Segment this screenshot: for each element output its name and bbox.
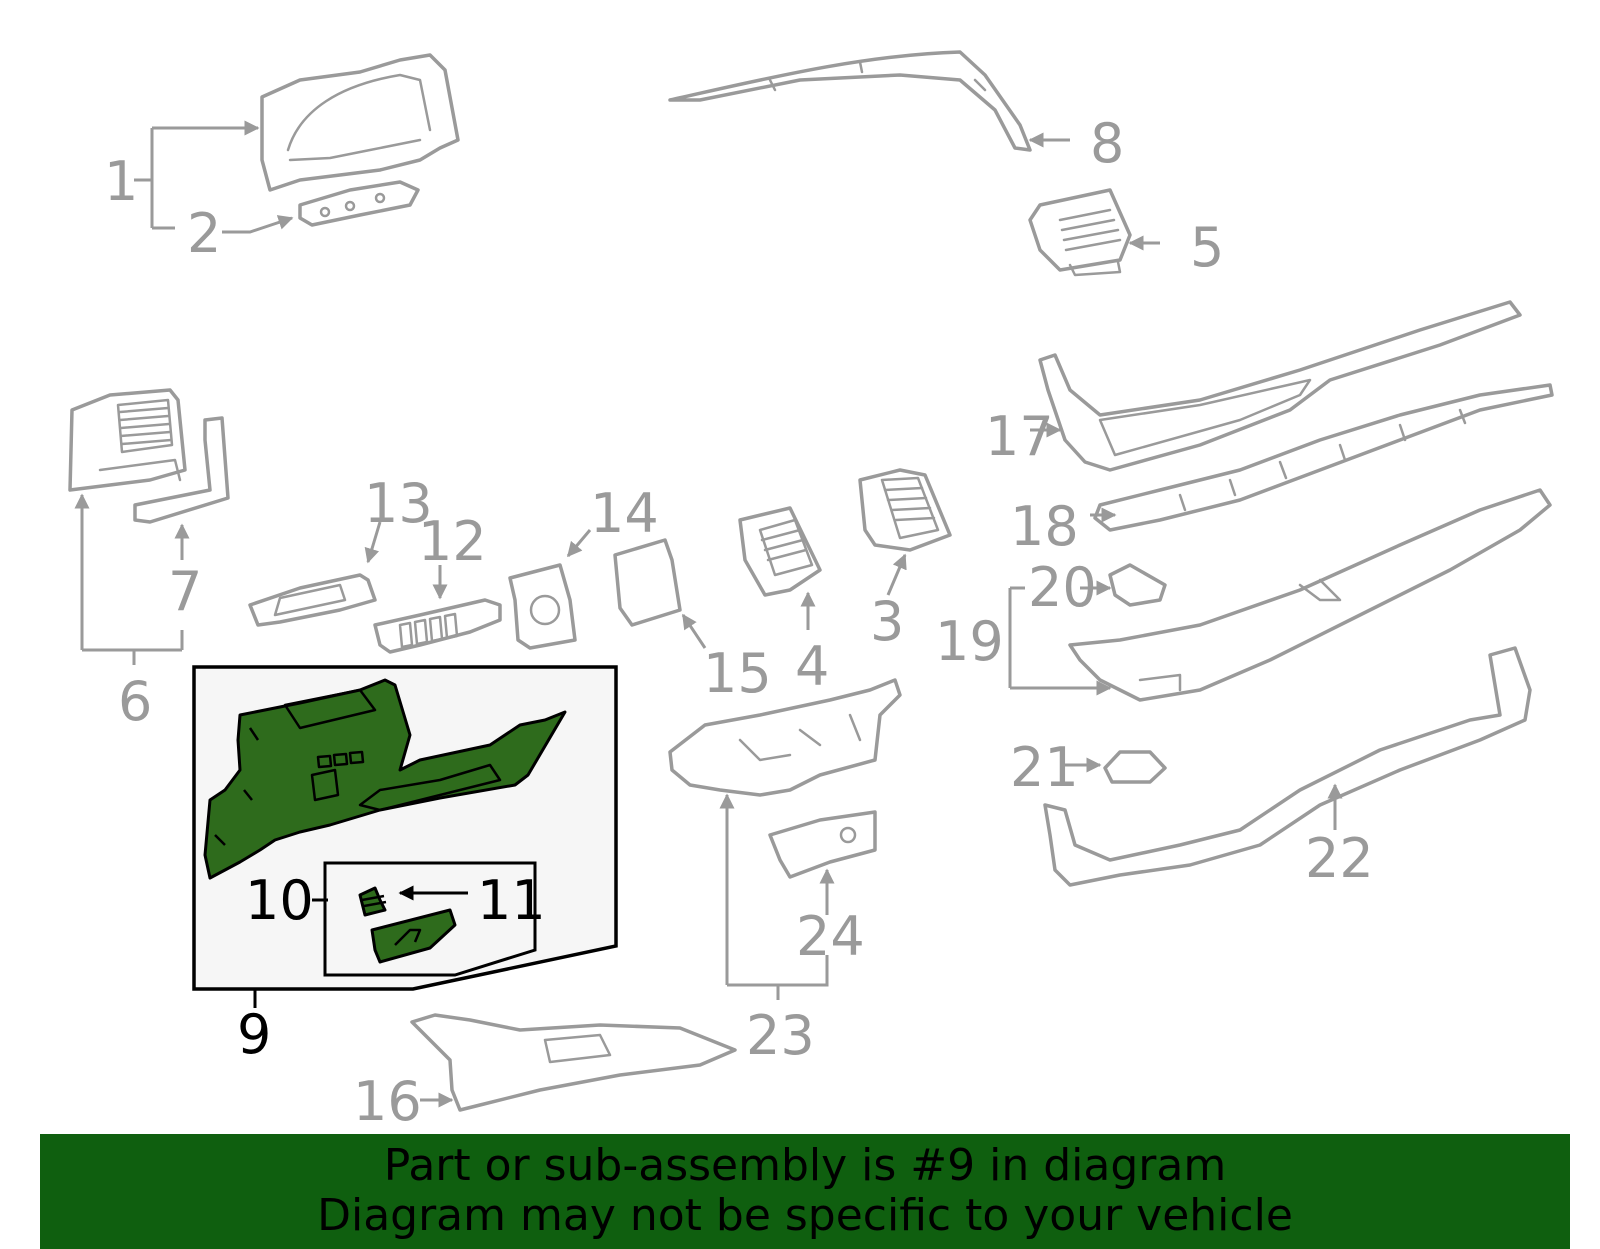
part-3-center-vent[interactable] bbox=[858, 468, 952, 552]
callout-10: 10 bbox=[245, 869, 314, 932]
part-16-lower-bracket[interactable] bbox=[410, 1013, 737, 1112]
part-1-cluster-bezel[interactable] bbox=[260, 53, 460, 192]
leader-19-20 bbox=[1008, 580, 1112, 696]
callout-1: 1 bbox=[104, 150, 138, 213]
callout-3: 3 bbox=[870, 590, 904, 653]
leader-14 bbox=[566, 529, 592, 558]
callout-13: 13 bbox=[364, 472, 433, 535]
callout-11: 11 bbox=[477, 869, 546, 932]
banner-line-2: Diagram may not be specific to your vehi… bbox=[317, 1190, 1293, 1241]
callout-8: 8 bbox=[1090, 112, 1124, 175]
part-19-lower-panel[interactable] bbox=[1068, 488, 1552, 702]
leader-1-2 bbox=[134, 120, 294, 234]
banner-line-1: Part or sub-assembly is #9 in diagram bbox=[383, 1140, 1227, 1191]
part-13-panel[interactable] bbox=[248, 573, 377, 627]
part-4-center-vent[interactable] bbox=[738, 506, 822, 597]
part-11-pocket[interactable] bbox=[370, 908, 457, 964]
callout-7: 7 bbox=[168, 560, 202, 623]
callout-17: 17 bbox=[985, 405, 1054, 468]
part-22-sill-trim[interactable] bbox=[1043, 646, 1532, 887]
callout-15: 15 bbox=[703, 642, 772, 705]
leader-23-24 bbox=[719, 793, 835, 1000]
part-24-panel[interactable] bbox=[768, 810, 877, 879]
callout-24: 24 bbox=[796, 905, 865, 968]
callout-2: 2 bbox=[187, 202, 221, 265]
part-23-bracket[interactable] bbox=[668, 678, 902, 797]
callout-23: 23 bbox=[746, 1004, 815, 1067]
part-15-cover[interactable] bbox=[613, 538, 682, 627]
callout-9: 9 bbox=[237, 1003, 271, 1066]
part-21-clip[interactable] bbox=[1103, 750, 1167, 784]
callout-4: 4 bbox=[795, 635, 829, 698]
callout-19: 19 bbox=[935, 610, 1004, 673]
part-17-dash-panel[interactable] bbox=[1038, 300, 1522, 472]
callout-12: 12 bbox=[418, 510, 487, 573]
leader-9-10-11 bbox=[253, 885, 468, 1008]
callout-20: 20 bbox=[1028, 556, 1097, 619]
callout-18: 18 bbox=[1010, 495, 1079, 558]
part-6-vent-assembly[interactable] bbox=[68, 388, 187, 492]
part-10-spring[interactable] bbox=[358, 886, 387, 917]
callout-21: 21 bbox=[1010, 736, 1079, 799]
callout-6: 6 bbox=[118, 670, 152, 733]
part-2-switch-panel[interactable] bbox=[298, 180, 420, 227]
leader-13 bbox=[364, 521, 382, 564]
part-8-dash-trim[interactable] bbox=[668, 50, 1032, 152]
leader-15 bbox=[681, 613, 707, 649]
info-banner: Part or sub-assembly is #9 in diagram Di… bbox=[40, 1134, 1570, 1249]
callout-16: 16 bbox=[353, 1070, 422, 1133]
part-12-switch-panel[interactable] bbox=[373, 598, 502, 654]
callout-5: 5 bbox=[1190, 216, 1224, 279]
part-18-bracket[interactable] bbox=[1093, 383, 1554, 532]
part-7-garnish[interactable] bbox=[133, 416, 230, 524]
part-9-lower-instrument-panel[interactable] bbox=[203, 678, 567, 880]
part-20-cover[interactable] bbox=[1108, 563, 1167, 607]
leader-3 bbox=[886, 553, 907, 596]
leader-6-7 bbox=[74, 493, 190, 665]
part-14-cover[interactable] bbox=[508, 563, 577, 650]
callout-14: 14 bbox=[590, 482, 659, 545]
callout-22: 22 bbox=[1305, 827, 1374, 890]
part-5-side-vent[interactable] bbox=[1028, 188, 1132, 277]
